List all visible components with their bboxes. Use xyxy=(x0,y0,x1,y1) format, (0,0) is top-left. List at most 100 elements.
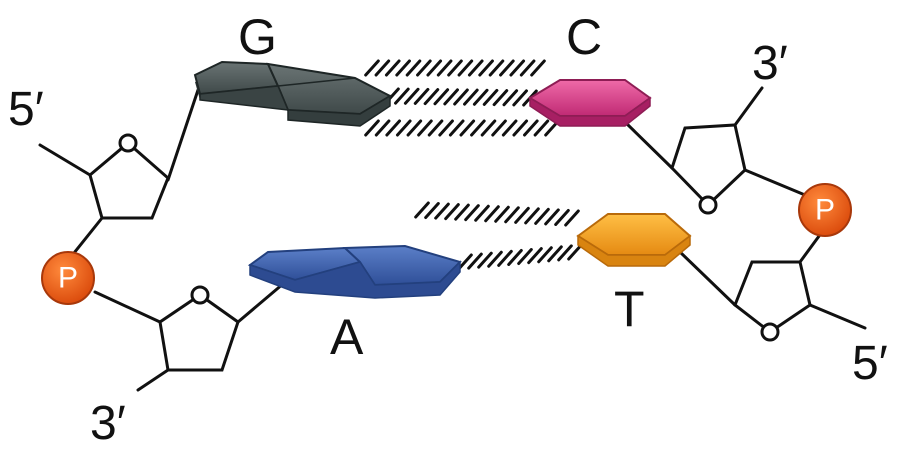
hydrogen-bond-tick xyxy=(433,88,450,106)
hydrogen-bond-at-bottom xyxy=(457,243,583,271)
hydrogen-bond-tick xyxy=(502,89,519,107)
hydrogen-bond-tick xyxy=(417,119,433,137)
hydrogen-bond-tick xyxy=(364,119,380,137)
hydrogen-bond-tick xyxy=(447,59,463,77)
hydrogen-bond-gc-middle xyxy=(384,87,538,107)
hydrogen-bond-tick xyxy=(453,88,469,106)
hydrogen-bond-tick xyxy=(406,119,423,137)
hydrogen-bond-tick xyxy=(436,59,453,77)
sugar-oxygen-top-left xyxy=(118,133,138,153)
hydrogen-bond-tick xyxy=(534,207,550,225)
thymine-label: T xyxy=(614,281,645,337)
hydrogen-bond-tick xyxy=(499,59,515,77)
hydrogen-bond-at-top xyxy=(414,201,580,227)
hydrogen-bond-tick xyxy=(519,59,536,77)
hydrogen-bond-tick xyxy=(482,88,499,106)
hydrogen-bond-tick xyxy=(385,119,401,137)
phosphate-left: P xyxy=(41,251,95,305)
hydrogen-bond-tick xyxy=(472,88,489,106)
hydrogen-bond-tick xyxy=(448,119,465,137)
hydrogen-bond-tick xyxy=(413,87,430,105)
hydrogen-bond-tick xyxy=(403,87,420,105)
hydrogen-bond-tick xyxy=(507,248,523,266)
hydrogen-bond-tick xyxy=(480,119,497,137)
hydrogen-bond-tick xyxy=(444,203,460,221)
hydrogen-bond-tick xyxy=(384,59,401,77)
hydrogen-bond-tick xyxy=(517,248,533,266)
hydrogen-bond-tick xyxy=(494,205,510,223)
hydrogen-bond-tick xyxy=(416,59,432,77)
hydrogen-bond-tick xyxy=(395,119,412,137)
hydrogen-bond-tick xyxy=(467,59,484,77)
hydrogen-bond-tick xyxy=(464,204,480,222)
hydrogen-bond-tick xyxy=(492,89,509,107)
hydrogen-bond-tick xyxy=(454,203,470,221)
hydrogen-bond-tick xyxy=(504,206,520,224)
hydrogen-bond-tick xyxy=(426,59,443,77)
adenine-label: A xyxy=(330,309,364,365)
hydrogen-bond-tick xyxy=(487,250,503,268)
svg-text:P: P xyxy=(58,262,78,295)
backbone-lines xyxy=(38,86,867,392)
three-prime-label-top-right: 3′ xyxy=(752,37,788,90)
hydrogen-bond-tick xyxy=(395,59,411,77)
hydrogen-bond-tick xyxy=(394,87,410,105)
hydrogen-bond-tick xyxy=(488,59,505,77)
guanine-label: G xyxy=(238,9,277,65)
sugar-ring-bottom-left xyxy=(158,285,240,372)
hydrogen-bond-tick xyxy=(427,119,444,137)
hydrogen-bond-tick xyxy=(567,243,583,261)
hydrogen-bond-tick xyxy=(547,245,563,263)
hydrogen-bond-tick xyxy=(509,59,526,77)
sugar-oxygen-bottom-right xyxy=(760,322,780,342)
hydrogen-bond-tick xyxy=(527,247,543,265)
hydrogen-bond-tick xyxy=(443,88,459,106)
sugar-oxygen-top-right xyxy=(698,195,718,215)
hydrogen-bond-tick xyxy=(457,59,474,77)
hydrogen-bond-tick xyxy=(467,252,483,270)
hydrogen-bond-tick xyxy=(533,119,550,137)
hydrogen-bond-tick xyxy=(438,119,454,137)
hydrogen-bond-tick xyxy=(530,59,546,77)
hydrogen-bond-tick xyxy=(424,202,440,220)
hydrogen-bond-tick xyxy=(524,207,540,225)
phosphate-right: P xyxy=(798,183,852,237)
hydrogen-bond-tick xyxy=(537,246,553,264)
hydrogen-bond-tick xyxy=(374,119,391,137)
hydrogen-bond-gc-top xyxy=(364,59,546,77)
five-prime-label-bottom-right: 5′ xyxy=(852,337,888,390)
hydrogen-bond-tick xyxy=(423,88,440,106)
hydrogen-bond-tick xyxy=(544,208,560,226)
hydrogen-bond-tick xyxy=(459,119,476,137)
hydrogen-bond-tick xyxy=(405,59,422,77)
sugar-ring-top-right xyxy=(670,123,747,215)
sugar-ring-bottom-right xyxy=(733,260,812,342)
hydrogen-bond-tick xyxy=(512,89,528,107)
three-prime-label-bottom-left: 3′ xyxy=(90,397,126,450)
hydrogen-bond-tick xyxy=(554,208,570,226)
hydrogen-bond-tick xyxy=(514,206,530,224)
hydrogen-bond-tick xyxy=(501,119,518,137)
hydrogen-bond-gc-bottom xyxy=(364,119,560,137)
hydrogen-bond-tick xyxy=(457,253,473,271)
hydrogen-bond-tick xyxy=(414,201,430,219)
hydrogen-bond-tick xyxy=(564,209,580,227)
thymine-base xyxy=(576,213,692,267)
hydrogen-bond-tick xyxy=(497,249,513,267)
hydrogen-bond-tick xyxy=(478,59,494,77)
sugar-ring-top-left xyxy=(88,133,170,220)
hydrogen-bond-tick xyxy=(470,119,486,137)
hydrogen-bond-tick xyxy=(474,204,490,222)
hydrogen-bond-tick xyxy=(434,202,450,220)
svg-text:P: P xyxy=(815,194,835,227)
hydrogen-bond-tick xyxy=(484,205,500,223)
hydrogen-bond-tick xyxy=(523,119,539,137)
hydrogen-bond-tick xyxy=(512,119,529,137)
guanine-base xyxy=(193,60,393,127)
sugar-oxygen-bottom-left xyxy=(190,285,210,305)
hydrogen-bond-tick xyxy=(374,59,391,77)
hydrogen-bonds-gc xyxy=(364,59,560,137)
hydrogen-bond-tick xyxy=(491,119,507,137)
hydrogen-bonds-at xyxy=(414,201,583,271)
